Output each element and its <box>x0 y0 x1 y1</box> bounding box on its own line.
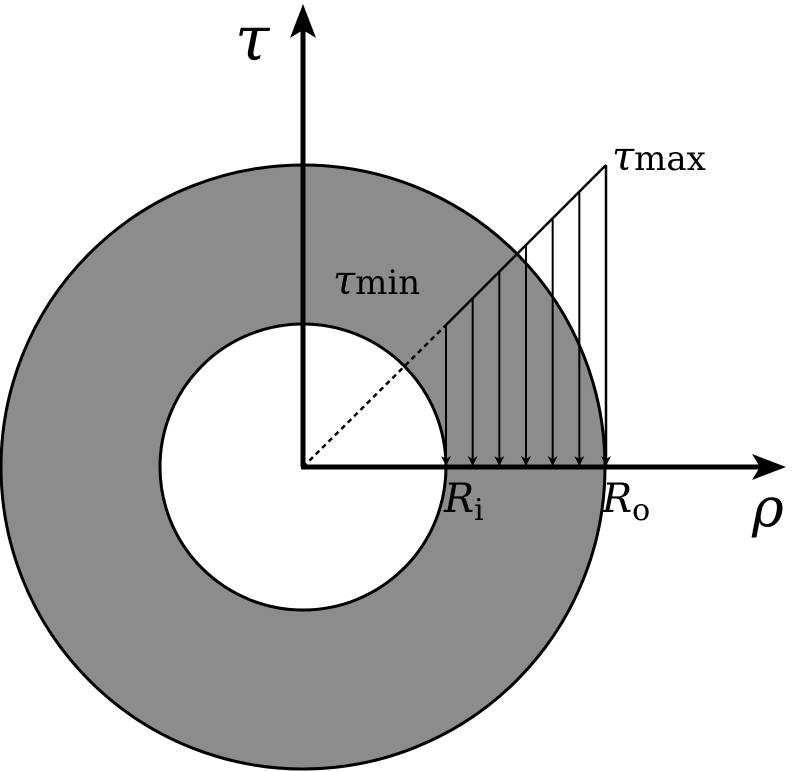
tau-axis-label: τ <box>235 2 271 75</box>
rho-axis-label: ρ <box>751 476 784 539</box>
tau-min-label: τmin <box>333 258 420 304</box>
shear-stress-arrows <box>441 165 611 466</box>
stress-line-dashed <box>302 324 447 468</box>
r-inner-label: Ri <box>443 476 484 528</box>
r-outer-label: Ro <box>601 476 650 528</box>
tau-axis-arrowhead <box>290 4 316 38</box>
rho-axis-arrowhead <box>752 454 786 480</box>
tau-max-label: τmax <box>612 134 706 180</box>
